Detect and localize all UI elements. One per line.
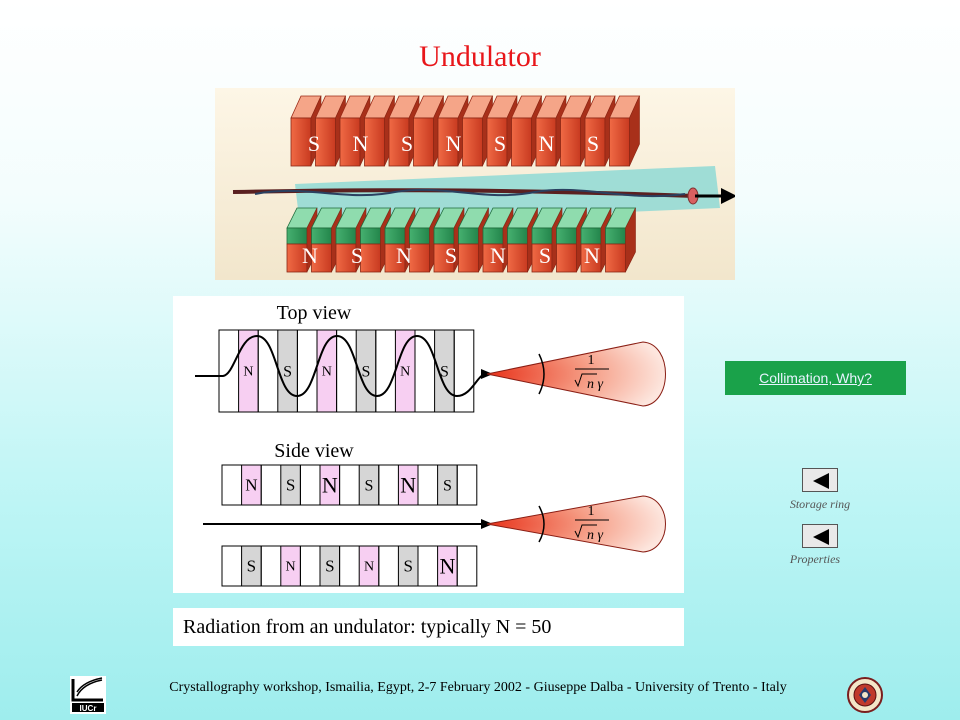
collimation-link-button[interactable]: Collimation, Why? bbox=[725, 361, 906, 395]
pole-label: N bbox=[286, 560, 296, 575]
triangle-left-icon bbox=[813, 529, 829, 545]
radiation-cone-side bbox=[486, 495, 666, 553]
undulator-illustration: S N S N S N S N S N S N S N bbox=[215, 88, 735, 280]
triangle-left-icon bbox=[813, 473, 829, 489]
photo-top-pole-label: N bbox=[353, 131, 369, 156]
caption-box: Radiation from an undulator: typically N… bbox=[173, 608, 684, 646]
formula-denominator-side: n γ bbox=[587, 528, 604, 543]
pole-label: S bbox=[443, 477, 452, 494]
pole-label: S bbox=[440, 363, 449, 380]
pole-label: N bbox=[364, 560, 374, 575]
pole-label: N bbox=[439, 553, 455, 578]
pole-label: S bbox=[286, 476, 295, 495]
photo-top-pole-label: S bbox=[494, 131, 506, 156]
storage-ring-label: Storage ring bbox=[789, 497, 851, 511]
photo-top-pole-label: N bbox=[539, 131, 555, 156]
formula-numerator-side: 1 bbox=[588, 504, 595, 519]
photo-bottom-pole-label: N bbox=[490, 243, 506, 268]
photo-bottom-pole-label: N bbox=[302, 243, 318, 268]
footer-text: Crystallography workshop, Ismailia, Egyp… bbox=[169, 680, 787, 695]
radiation-cone-top bbox=[486, 341, 666, 407]
iucr-logo: IUCr bbox=[70, 676, 106, 714]
photo-top-pole-label: S bbox=[401, 131, 413, 156]
photo-top-pole-label: N bbox=[446, 131, 462, 156]
pole-label: S bbox=[362, 363, 371, 380]
pole-label: S bbox=[403, 557, 412, 576]
formula-numerator-top: 1 bbox=[588, 353, 595, 368]
pole-label: N bbox=[243, 365, 253, 380]
properties-back-button[interactable] bbox=[802, 524, 838, 548]
electron-trajectory bbox=[195, 334, 486, 398]
photo-top-pole-label: S bbox=[308, 131, 320, 156]
university-seal-logo bbox=[847, 677, 883, 713]
formula-denominator-top: n γ bbox=[587, 377, 604, 392]
photo-bottom-pole-label: N bbox=[396, 243, 412, 268]
pole-label: S bbox=[325, 557, 334, 576]
slide-title: Undulator bbox=[419, 40, 541, 73]
photo-bottom-pole-label: S bbox=[539, 243, 551, 268]
pole-label: N bbox=[322, 365, 332, 380]
properties-label: Properties bbox=[789, 552, 841, 566]
pole-label: S bbox=[247, 557, 256, 576]
pole-label: N bbox=[322, 472, 338, 497]
storage-ring-back-button[interactable] bbox=[802, 468, 838, 492]
photo-top-pole-label: S bbox=[587, 131, 599, 156]
photo-bottom-pole-label: S bbox=[351, 243, 363, 268]
pole-label: S bbox=[365, 477, 374, 494]
photo-bottom-pole-label: N bbox=[584, 243, 600, 268]
pole-label: N bbox=[245, 476, 257, 495]
side-view-label: Side view bbox=[274, 440, 354, 462]
photo-bottom-pole-label: S bbox=[445, 243, 457, 268]
pole-label: N bbox=[400, 472, 416, 497]
top-view-label: Top view bbox=[277, 302, 352, 324]
pole-label: N bbox=[400, 365, 410, 380]
undulator-diagram: Top view N S N S N S 1 n γ Side view N S N S N S S… bbox=[173, 296, 684, 593]
svg-text:IUCr: IUCr bbox=[80, 704, 97, 713]
pole-label: S bbox=[283, 363, 292, 380]
